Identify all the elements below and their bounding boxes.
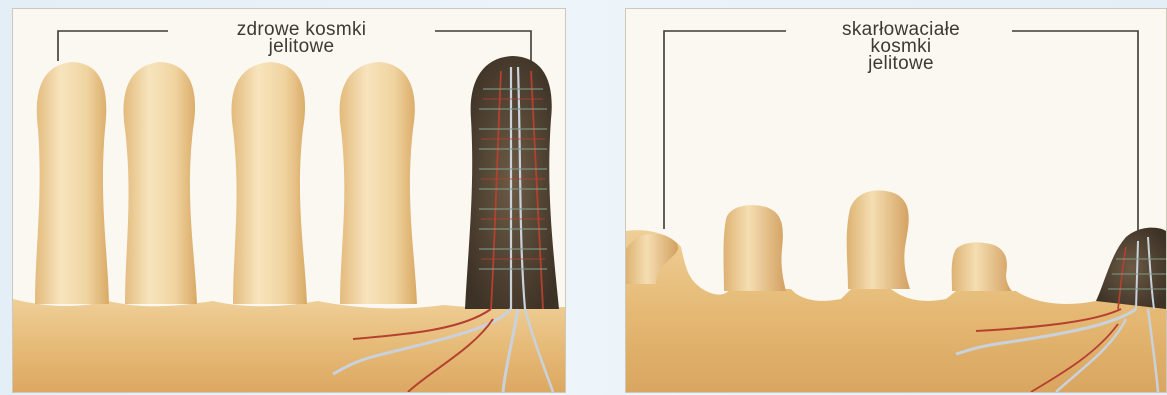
stub-villus-4 — [952, 242, 1012, 291]
villus-3 — [232, 62, 307, 304]
stub-villus-3 — [847, 190, 910, 289]
vascularized-villus — [465, 56, 559, 309]
stub-villus-2 — [724, 205, 787, 291]
vascularized-stub — [1096, 228, 1166, 309]
atrophied-villi-panel: skarłowaciałe kosmki jelitowe — [625, 8, 1167, 393]
healthy-villi-label: zdrowe kosmki jelitowe — [168, 21, 435, 55]
atrophied-label-line-3: jelitowe — [796, 55, 1006, 72]
healthy-villi-panel: zdrowe kosmki jelitowe — [12, 8, 566, 393]
villus-4 — [340, 62, 417, 304]
villus-2 — [124, 62, 198, 304]
villus-1 — [35, 62, 109, 304]
atrophied-villi-label: skarłowaciałe kosmki jelitowe — [790, 21, 1012, 72]
mucosa-base — [13, 299, 565, 392]
healthy-villi-illustration — [13, 9, 565, 392]
healthy-label-line-2: jelitowe — [174, 38, 429, 55]
